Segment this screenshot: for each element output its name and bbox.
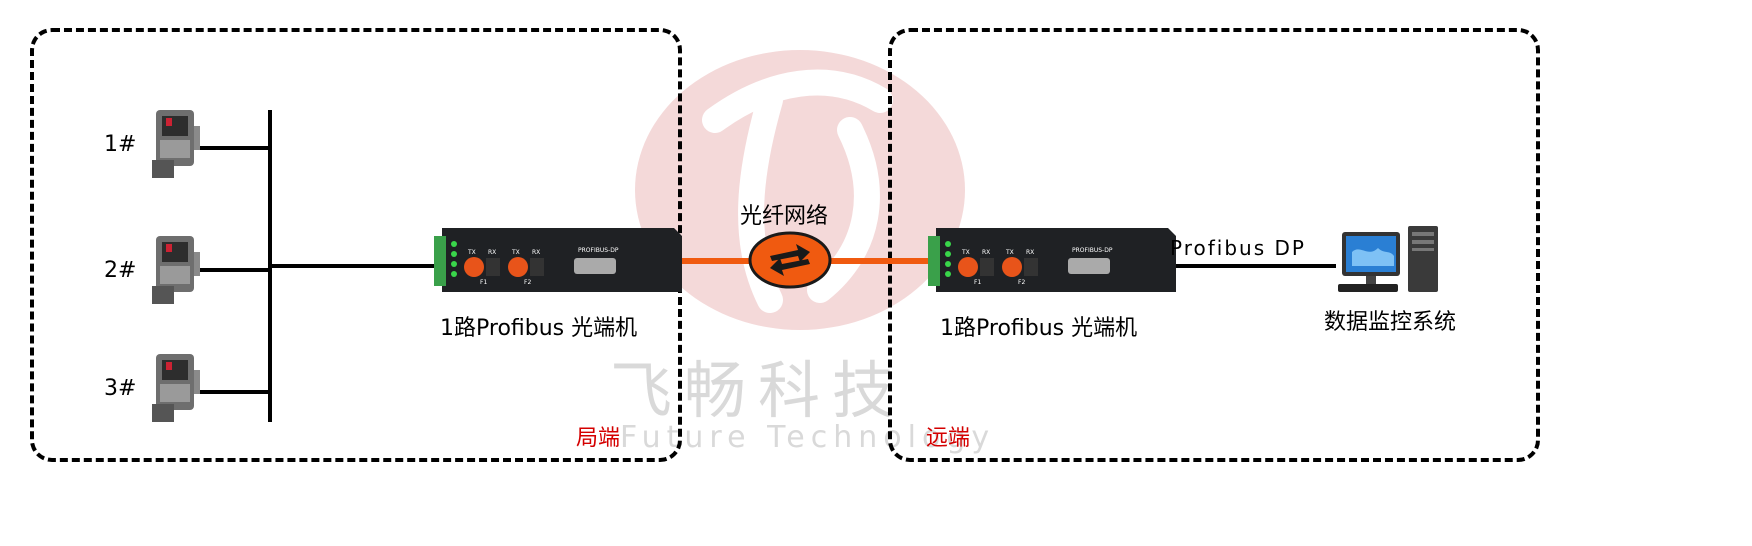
node-label-3: 3#: [104, 376, 137, 401]
device-f2-label: F2: [524, 279, 531, 286]
remote-device-tx-label-1: TX: [961, 249, 970, 256]
remote-device-port-label: PROFIBUS-DP: [1072, 247, 1113, 254]
node-label-1: 1#: [104, 132, 137, 157]
device-rx-label-1: RX: [488, 249, 496, 256]
device-rx-label-2: RX: [532, 249, 540, 256]
remote-device-f1-label: F1: [974, 279, 981, 286]
watermark-cn: 飞畅科技: [610, 354, 907, 427]
device-port-label: PROFIBUS-DP: [578, 247, 619, 254]
remote-zone: [888, 28, 1540, 462]
local-zone-label: 局端: [576, 426, 621, 451]
bus-to-device: [270, 264, 436, 268]
remote-device-rx-label-2: RX: [1026, 249, 1034, 256]
profibus-dp-label: Profibus DP: [1170, 236, 1306, 260]
fiber-link-left: [682, 258, 754, 264]
remote-optical-transceiver: TX RX TX RX PROFIBUS-DP F1 F2: [928, 228, 1176, 292]
monitoring-system-label: 数据监控系统: [1324, 310, 1457, 335]
device-tx-label-2: TX: [511, 249, 520, 256]
remote-device-tx-label-2: TX: [1005, 249, 1014, 256]
node-link-3: [200, 390, 270, 394]
profibus-connector-2: [152, 236, 200, 304]
node-label-2: 2#: [104, 258, 137, 283]
profibus-connector-1: [152, 110, 200, 178]
device-f1-label: F1: [480, 279, 487, 286]
local-device-label: 1路Profibus 光端机: [440, 316, 638, 341]
profibus-connector-3: [152, 354, 200, 422]
remote-device-f2-label: F2: [1018, 279, 1025, 286]
fiber-link-right: [818, 258, 928, 264]
computer-icon: [1338, 226, 1438, 292]
remote-device-rx-label-1: RX: [982, 249, 990, 256]
local-optical-transceiver: TX RX TX RX PROFIBUS-DP F1 F2: [434, 228, 682, 292]
fiber-network-icon: [748, 231, 832, 289]
profibus-dp-link: [1176, 264, 1336, 268]
remote-device-label: 1路Profibus 光端机: [940, 316, 1138, 341]
remote-zone-label: 远端: [926, 426, 971, 451]
node-link-2: [200, 268, 270, 272]
node-link-1: [200, 146, 270, 150]
fiber-network-label: 光纤网络: [740, 204, 829, 229]
device-tx-label-1: TX: [467, 249, 476, 256]
